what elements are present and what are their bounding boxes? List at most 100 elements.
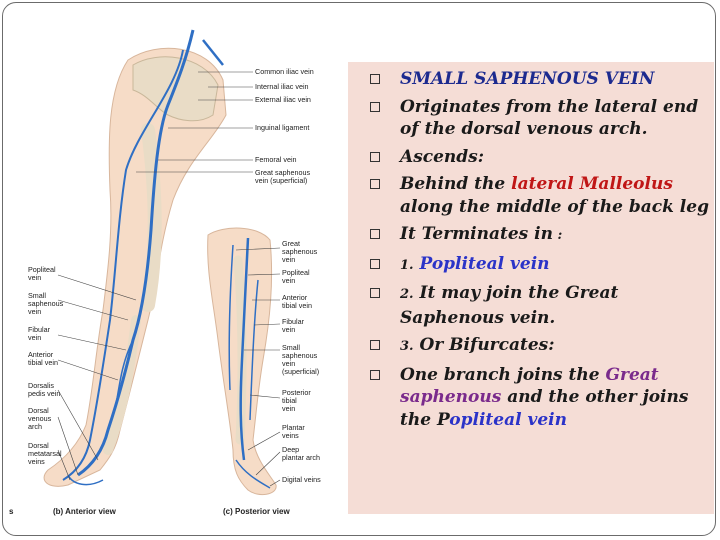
label-internal-iliac: Internal iliac vein (255, 82, 309, 91)
post-label-plantar-1: Plantar (282, 423, 305, 432)
bullet-text-segment: It may join the Great Saphenous vein. (400, 283, 619, 328)
post-label-post-tibial-2: tibial (282, 396, 297, 405)
bullet-text-segment: Or Bifurcates: (413, 335, 555, 355)
bullet-text-segment: Great saphenous (400, 364, 659, 408)
label-small-saph-2: saphenous (28, 299, 64, 308)
bullet-text-segment: One branch joins the (400, 364, 606, 385)
bullet-item: 3. Or Bifurcates: (370, 334, 714, 359)
bullet-item: SMALL SAPHENOUS VEIN (370, 68, 714, 91)
label-dorsal-arch-1: Dorsal (28, 406, 49, 415)
post-label-small-saph-2: saphenous (282, 351, 318, 360)
posterior-leader-lines (235, 247, 281, 487)
label-dorsalis-2: pedis vein (28, 389, 60, 398)
checkbox-bullet-icon (370, 340, 380, 350)
label-popliteal-2: vein (28, 273, 41, 282)
great-saphenous-post-path (228, 244, 234, 391)
post-label-fibular-2: vein (282, 325, 295, 334)
label-small-saph-1: Small (28, 291, 46, 300)
checkbox-bullet-icon (370, 229, 380, 239)
view-c-label: (c) Posterior view (223, 507, 290, 516)
bullet-item: It Terminates in : (370, 223, 714, 248)
label-great-saphenous-1: Great saphenous (255, 168, 311, 177)
checkbox-bullet-icon (370, 101, 380, 112)
post-label-ant-tibial-1: Anterior (282, 293, 308, 302)
bullet-text-segment: Behind the (400, 174, 512, 194)
checkbox-bullet-icon (370, 179, 380, 189)
post-label-great-saph-1: Great (282, 239, 300, 248)
post-label-post-tibial-3: vein (282, 404, 295, 413)
bullet-item: 2. It may join the Great Saphenous vein. (370, 282, 714, 329)
post-label-deep-plantar-1: Deep (282, 445, 299, 454)
label-great-saphenous-2: vein (superficial) (255, 176, 307, 185)
dorsal-arch-path (67, 474, 104, 486)
view-b-label: (b) Anterior view (53, 507, 117, 516)
checkbox-bullet-icon (370, 74, 380, 84)
label-fibular-2: vein (28, 333, 41, 342)
checkbox-bullet-icon (370, 258, 380, 269)
post-label-great-saph-2: saphenous (282, 247, 318, 256)
bullet-text-segment: SMALL SAPHENOUS VEIN (400, 69, 655, 89)
label-dorsal-meta-3: veins (28, 457, 45, 466)
bullet-item: Ascends: (370, 146, 714, 169)
post-label-great-saph-3: vein (282, 255, 295, 264)
bullet-text-segment: 1. (400, 257, 414, 273)
checkbox-bullet-icon (370, 151, 380, 162)
femur-bone (141, 123, 162, 312)
post-label-post-tibial-1: Posterior (282, 388, 311, 397)
bullet-text-segment: lateral Malleolus (511, 174, 673, 194)
checkbox-bullet-icon (370, 288, 380, 298)
bullet-text-segment: 2. (400, 287, 414, 302)
bullet-item: Behind the lateral Malleolus along the m… (370, 173, 714, 218)
small-saphenous-path (239, 237, 250, 461)
label-dorsalis-1: Dorsalis (28, 381, 54, 390)
bullet-text-segment: and the other joins the P (400, 387, 689, 430)
bullet-text-segment: along the middle of the back leg (400, 196, 709, 217)
plantar-vein-path (235, 459, 271, 489)
anterior-leg-outline (43, 47, 227, 487)
bullet-item: Originates from the lateral end of the d… (370, 96, 714, 141)
post-label-popliteal-2: vein (282, 276, 295, 285)
post-label-fibular-1: Fibular (282, 317, 305, 326)
label-dorsal-arch-2: venous (28, 414, 52, 423)
bullet-item: One branch joins the Great saphenous and… (370, 364, 714, 432)
iliac-branch (202, 39, 224, 66)
post-label-popliteal-1: Popliteal (282, 268, 310, 277)
leg-vein-diagram: Common iliac vein Internal iliac vein Ex… (8, 20, 343, 520)
bullet-text-segment: Ascends: (400, 146, 485, 167)
label-dorsal-meta-1: Dorsal (28, 441, 49, 450)
post-label-small-saph-3: vein (282, 359, 295, 368)
posterior-tibial-path (249, 279, 259, 421)
post-label-digital: Digital veins (282, 475, 321, 484)
label-external-iliac: External iliac vein (255, 95, 311, 104)
anterior-leader-lines (57, 71, 253, 481)
bullet-text-segment: Originates from the lateral end of the d… (400, 96, 699, 140)
checkbox-bullet-icon (370, 369, 380, 380)
femoral-vein-path (77, 29, 195, 477)
label-popliteal-1: Popliteal (28, 265, 56, 274)
bullet-list: SMALL SAPHENOUS VEIN Originates from the … (348, 62, 714, 431)
post-label-small-saph-1: Small (282, 343, 300, 352)
bullet-text-segment: Popliteal vein (413, 253, 550, 274)
label-dorsal-arch-3: arch (28, 422, 42, 431)
text-panel: SMALL SAPHENOUS VEIN Originates from the … (348, 62, 714, 514)
great-saphenous-path (62, 49, 184, 481)
post-label-plantar-2: veins (282, 431, 299, 440)
tibial-branch (115, 339, 134, 406)
label-common-iliac: Common iliac vein (255, 67, 314, 76)
label-femoral-vein: Femoral vein (255, 155, 297, 164)
view-a-fragment: s (9, 507, 14, 516)
post-label-deep-plantar-2: plantar arch (282, 453, 320, 462)
anterior-leg: Common iliac vein Internal iliac vein Ex… (28, 29, 314, 487)
posterior-leg: Great saphenous vein Popliteal vein Ante… (207, 227, 321, 496)
bullet-text-segment: opliteal vein (449, 409, 567, 430)
post-label-small-saph-4: (superficial) (282, 367, 319, 376)
bullet-text-segment: 3. (400, 339, 414, 354)
diagram-svg: Common iliac vein Internal iliac vein Ex… (9, 29, 321, 516)
label-dorsal-meta-2: metatarsal (28, 449, 62, 458)
bullet-text-segment: : (553, 228, 563, 243)
label-inguinal-ligament: Inguinal ligament (255, 123, 309, 132)
label-fibular-1: Fibular (28, 325, 51, 334)
label-anterior-tibial-1: Anterior (28, 350, 54, 359)
bullet-item: 1. Popliteal vein (370, 253, 714, 278)
